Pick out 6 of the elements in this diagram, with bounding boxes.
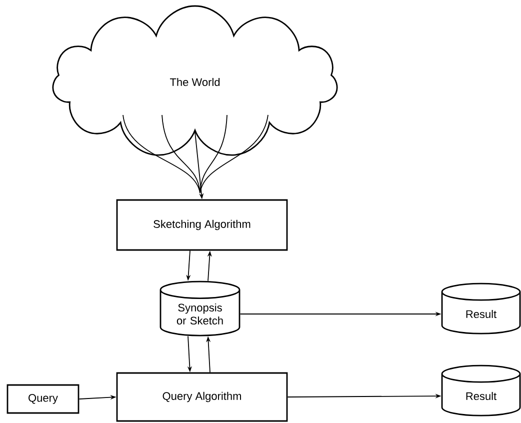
database-cylinder: Synopsis or Sketch (160, 280, 240, 336)
process-box: Sketching Algorithm (116, 199, 288, 251)
database-cylinder: Result (441, 282, 521, 334)
database-cylinder: Result (441, 364, 521, 416)
input-box: Query (6, 384, 80, 414)
process-box: Query Algorithm (116, 372, 288, 422)
